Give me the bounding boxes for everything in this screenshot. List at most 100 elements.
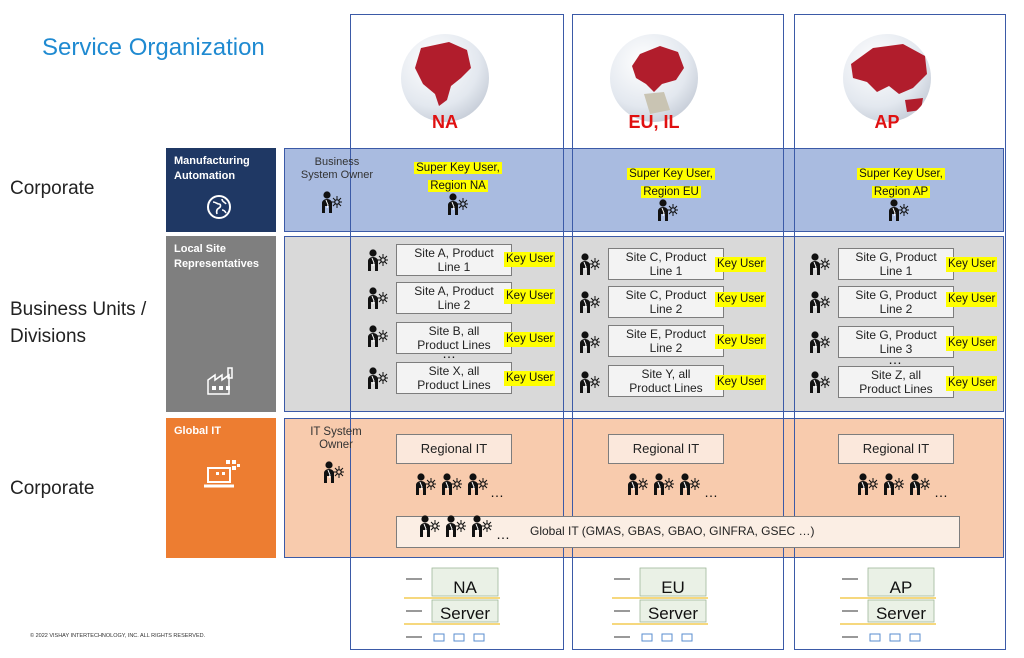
person-network-icon: [657, 198, 678, 222]
globe-na-icon: [401, 34, 489, 122]
sku-line-2: Region EU: [641, 186, 701, 198]
key-user-badge: Key User: [504, 332, 556, 347]
region-label: AP: [874, 112, 900, 132]
regional-it-box-ap: Regional IT: [838, 434, 954, 464]
person-network-icon: [445, 514, 466, 538]
sku-line-2: Region NA: [428, 180, 488, 192]
category-manufacturing-automation: Manufacturing Automation: [166, 148, 276, 232]
person-network-icon: [679, 472, 700, 496]
site-ellipsis: …: [442, 345, 456, 361]
site-line-1: Site G, Product: [855, 328, 937, 342]
person-network-icon: [579, 252, 600, 276]
person-network-icon: [415, 472, 436, 496]
site-line-2: Line 2: [649, 341, 683, 355]
sku-line-1: Super Key User,: [414, 162, 502, 174]
person-network-icon: [367, 248, 388, 272]
row-label-business-units: Business Units / Divisions: [10, 299, 147, 347]
site-line-2: Line 3: [879, 342, 913, 356]
sku-line-2: Region AP: [871, 186, 931, 198]
row-label-corporate-top: Corporate: [10, 178, 95, 199]
site-line-2: Product Lines: [417, 338, 491, 352]
region-label: NA: [432, 112, 458, 132]
key-user-badge: Key User: [715, 375, 767, 390]
factory-icon: [207, 367, 233, 395]
person-network-icon: [367, 366, 388, 390]
person-network-icon: [809, 370, 830, 394]
ellipsis: …: [704, 484, 718, 500]
server-region-label: NA: [453, 578, 477, 597]
ellipsis: …: [934, 484, 948, 500]
category-local-site-representatives: Local Site Representatives: [166, 236, 276, 412]
key-user-badge: Key User: [715, 334, 767, 349]
site-line-2: Line 2: [437, 298, 471, 312]
person-network-icon: [809, 252, 830, 276]
site-line-2: Line 2: [879, 302, 913, 316]
row-label-corporate-bottom: Corporate: [10, 478, 95, 499]
server-diagram-graphic: [404, 567, 500, 642]
site-line-2: Product Lines: [859, 382, 933, 396]
category-global-it: Global IT: [166, 418, 276, 558]
site-line-1: Site A, Product: [414, 246, 494, 260]
server-diagram-eu: EU Server: [612, 566, 708, 650]
super-key-user-ap: Super Key User, Region AP: [846, 164, 956, 200]
regional-it-box-eu: Regional IT: [608, 434, 724, 464]
globe-ap-icon: [843, 34, 931, 122]
person-network-icon: [888, 198, 909, 222]
itso-line-2: Owner: [319, 439, 353, 451]
region-column-eu: [572, 14, 784, 650]
site-line-2: Line 1: [649, 264, 683, 278]
business-system-owner-label: Business System Owner: [292, 156, 382, 182]
globe-eu-icon: [610, 34, 698, 122]
person-network-icon: [323, 460, 344, 484]
person-network-icon: [471, 514, 492, 538]
person-network-icon: [627, 472, 648, 496]
person-network-icon: [857, 472, 878, 496]
server-label: Server: [647, 604, 699, 623]
server-diagram-na: NA Server: [404, 566, 500, 650]
site-line-2: Line 1: [879, 264, 913, 278]
key-user-badge: Key User: [504, 371, 556, 386]
sku-line-1: Super Key User,: [857, 168, 945, 180]
it-system-owner-label: IT System Owner: [298, 426, 374, 452]
sku-line-1: Super Key User,: [627, 168, 715, 180]
key-user-badge: Key User: [946, 257, 998, 272]
key-user-badge: Key User: [946, 336, 998, 351]
person-network-icon: [653, 472, 674, 496]
site-line-1: Site C, Product: [625, 288, 707, 302]
person-network-icon: [579, 370, 600, 394]
category-label: Manufacturing Automation: [174, 155, 250, 182]
site-line-1: Site Z, all: [870, 368, 921, 382]
site-line-2: Product Lines: [629, 381, 703, 395]
ellipsis: …: [496, 526, 510, 542]
site-line-2: Line 1: [437, 260, 471, 274]
person-network-icon: [909, 472, 930, 496]
site-line-1: Site G, Product: [855, 250, 937, 264]
category-label: Local Site Representatives: [174, 243, 259, 270]
person-network-icon: [579, 330, 600, 354]
page-title: Service Organization: [42, 34, 265, 61]
key-user-badge: Key User: [946, 292, 998, 307]
site-line-1: Site B, all: [428, 324, 480, 338]
person-network-icon: [467, 472, 488, 496]
site-line-2: Product Lines: [417, 378, 491, 392]
bso-line-2: System Owner: [300, 169, 374, 181]
super-key-user-eu: Super Key User, Region EU: [616, 164, 726, 200]
server-region-label: EU: [661, 578, 685, 597]
copyright-notice: © 2022 VISHAY INTERTECHNOLOGY, INC. ALL …: [30, 633, 206, 639]
global-it-description: Global IT (GMAS, GBAS, GBAO, GINFRA, GSE…: [530, 524, 815, 538]
itso-line-1: IT System: [310, 426, 362, 438]
site-ellipsis: …: [888, 351, 902, 367]
person-network-icon: [809, 330, 830, 354]
site-line-2: Line 2: [649, 302, 683, 316]
server-region-label: AP: [889, 578, 913, 597]
region-column-ap: [794, 14, 1006, 650]
laptop-network-icon: [204, 460, 240, 488]
